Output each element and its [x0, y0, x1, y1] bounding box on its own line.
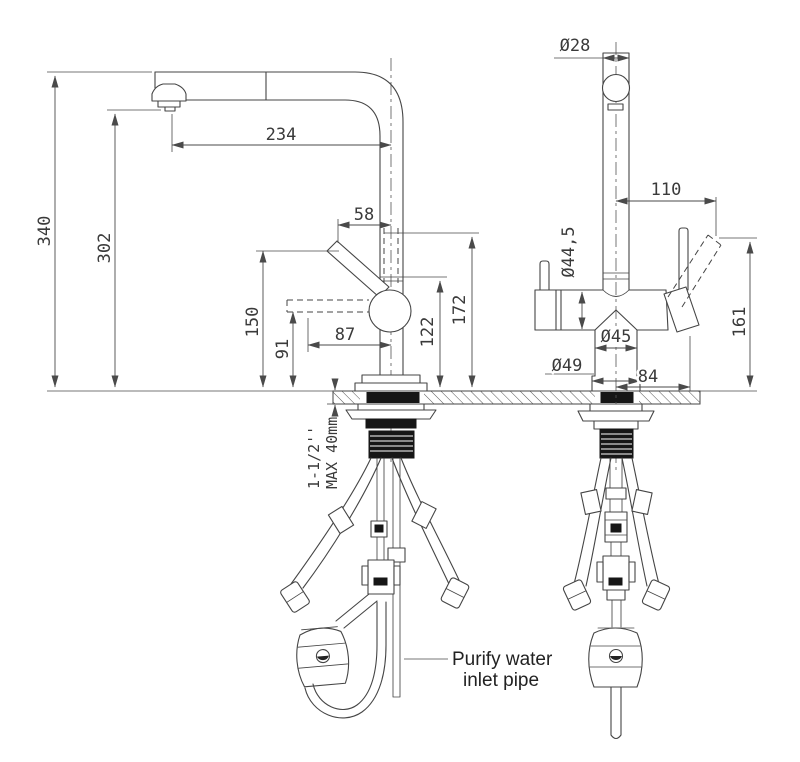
dim-body-joint-height: 122 — [418, 317, 438, 348]
ball-joint — [368, 289, 412, 333]
threaded-shank-right — [599, 428, 634, 459]
hose-weight-right — [588, 627, 643, 688]
weight-logo — [610, 656, 622, 661]
note-line-2: inlet pipe — [463, 670, 539, 691]
dim-lever-down-height: 91 — [273, 339, 293, 359]
spout-tube-front — [601, 52, 631, 291]
under-counter-left — [280, 403, 470, 719]
side-view — [151, 58, 428, 462]
counter-thickness-max: MAX 40mm — [323, 417, 341, 489]
loop-hose-left — [304, 601, 387, 719]
dimension-layer: 340 302 234 58 150 91 87 122 172 Ø28 110… — [35, 36, 757, 489]
riser-base-flange — [354, 382, 428, 392]
center-tubes-left — [335, 457, 406, 698]
mount-wings-left — [345, 409, 437, 420]
front-view — [534, 42, 722, 740]
mixer-lever-alt-dashed — [667, 234, 722, 308]
counter-thickness-size: 1-1/2'' — [305, 426, 323, 489]
purify-water-callout: Purify water inlet pipe — [404, 649, 553, 691]
right-lever-front — [678, 227, 689, 291]
supply-hoses-right — [562, 457, 671, 611]
body-front — [534, 289, 669, 331]
riser-collar — [379, 276, 404, 282]
hose-nut-right — [440, 577, 470, 609]
riser-base-step — [361, 374, 421, 384]
mount-plate-left — [357, 403, 425, 411]
hose-nut-right — [641, 579, 671, 611]
dim-neck-top-height: 172 — [450, 295, 470, 326]
dim-flange-diameter: Ø49 — [552, 356, 583, 376]
dim-lever-reach: 87 — [335, 325, 355, 345]
valve-block-right — [596, 555, 636, 591]
hose-weight-left — [296, 626, 350, 688]
filtered-water-lever — [539, 260, 550, 291]
weight-logo — [316, 655, 329, 661]
outlet-pipe-right — [610, 686, 622, 740]
threaded-shank-left — [368, 430, 415, 459]
loop-hose-left-inner — [312, 601, 378, 710]
spray-head-front — [601, 73, 631, 103]
hose-nut-left — [562, 579, 592, 611]
hose-nut-left — [280, 581, 310, 613]
handle-alt-position-dashed — [286, 299, 369, 313]
center-stack-right — [596, 457, 636, 628]
dim-lever-span: 110 — [651, 180, 682, 200]
seal-ring-left — [366, 392, 420, 403]
handle-lever — [326, 240, 390, 298]
dim-body-diameter: Ø44,5 — [559, 226, 579, 277]
inline-fitting — [387, 547, 406, 563]
riser-cartridge-dashed — [383, 228, 399, 283]
note-line-1: Purify water — [452, 649, 553, 670]
valve-block-left — [361, 559, 401, 595]
dim-lever-tip-height: 150 — [243, 307, 263, 338]
pullout-spray-head — [151, 83, 187, 112]
elbow-to-weight — [335, 593, 378, 629]
dim-body-right-length: 84 — [638, 367, 658, 387]
under-counter-right — [562, 403, 671, 740]
countertop — [47, 390, 757, 405]
dim-lever-offset: 58 — [354, 205, 374, 225]
spout-inner-profile — [185, 99, 381, 376]
mount-nut-left — [365, 418, 417, 429]
spout-outer-profile — [154, 71, 404, 376]
mixer-lever-knob — [663, 286, 700, 333]
dim-lever-top-height: 161 — [730, 307, 750, 338]
dim-overall-height: 340 — [35, 216, 55, 247]
supply-hoses-left — [280, 457, 470, 613]
dim-spout-tube-diameter: Ø28 — [560, 36, 591, 56]
dim-base-diameter: Ø45 — [601, 327, 632, 347]
dim-spout-reach: 234 — [266, 125, 297, 145]
seal-ring-right — [600, 392, 634, 403]
dim-outlet-height: 302 — [95, 233, 115, 264]
